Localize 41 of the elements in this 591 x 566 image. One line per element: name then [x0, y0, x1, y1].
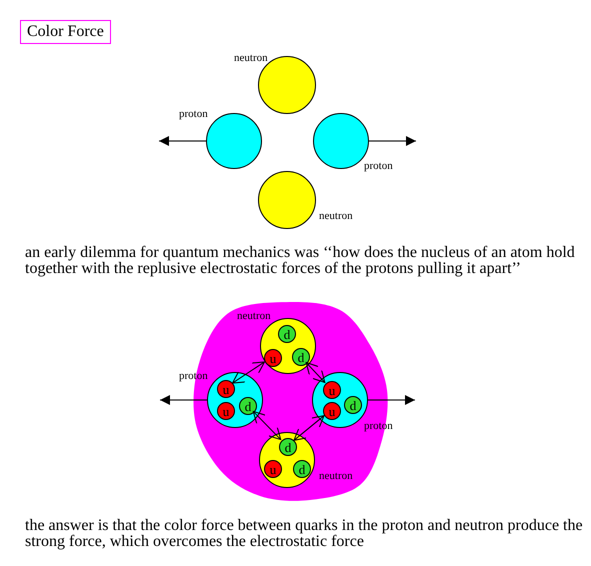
quark-circle	[278, 325, 296, 343]
arrow	[368, 136, 416, 146]
arrow	[368, 395, 416, 405]
quark-label: d	[284, 328, 290, 340]
particle-label: neutron	[319, 471, 353, 482]
quark-label: u	[222, 382, 230, 396]
quark-circle	[292, 348, 310, 366]
particle-label: neutron	[319, 211, 353, 222]
quark-circle	[264, 460, 282, 478]
quark-label: u	[328, 404, 336, 418]
particle-label: neutron	[234, 53, 268, 64]
particle-label: proton	[179, 109, 208, 120]
quark-label: u	[222, 404, 230, 418]
particle-label: neutron	[237, 311, 271, 322]
arrow	[252, 410, 282, 440]
arrow	[158, 136, 206, 146]
quark-circle	[239, 397, 257, 415]
particle-label: proton	[364, 161, 393, 172]
quark-circle	[323, 402, 341, 420]
quark-circle	[279, 438, 297, 456]
quark-label: u	[270, 462, 276, 476]
quark-circle	[264, 349, 282, 367]
quark-label: u	[270, 352, 276, 364]
arrow	[306, 362, 326, 383]
explanation-text: an early dilemma for quantum mechanics was ‘‘how does the nucleus of an atom hold together with the replusive electrostatic forces of the protons pulling it apart’’	[25, 245, 576, 277]
quark-circle	[344, 396, 362, 414]
diagram-title: Color Force	[20, 20, 111, 44]
quark-label: d	[298, 462, 306, 476]
arrow	[160, 395, 208, 405]
quark-circle	[217, 380, 235, 398]
quark-circle	[323, 381, 341, 399]
quark-label: d	[350, 398, 356, 412]
quark-label: u	[328, 384, 336, 396]
quark-label: d	[298, 350, 304, 364]
arrow	[293, 415, 325, 441]
quark-label: d	[284, 440, 292, 454]
arrow	[232, 361, 265, 384]
quark-circle	[217, 402, 235, 420]
quark-label: d	[244, 400, 252, 412]
quark-circle	[293, 460, 311, 478]
explanation-text: the answer is that the color force between quarks in the proton and neutron produce the strong force, which overcomes the electrostatic force	[25, 518, 584, 550]
